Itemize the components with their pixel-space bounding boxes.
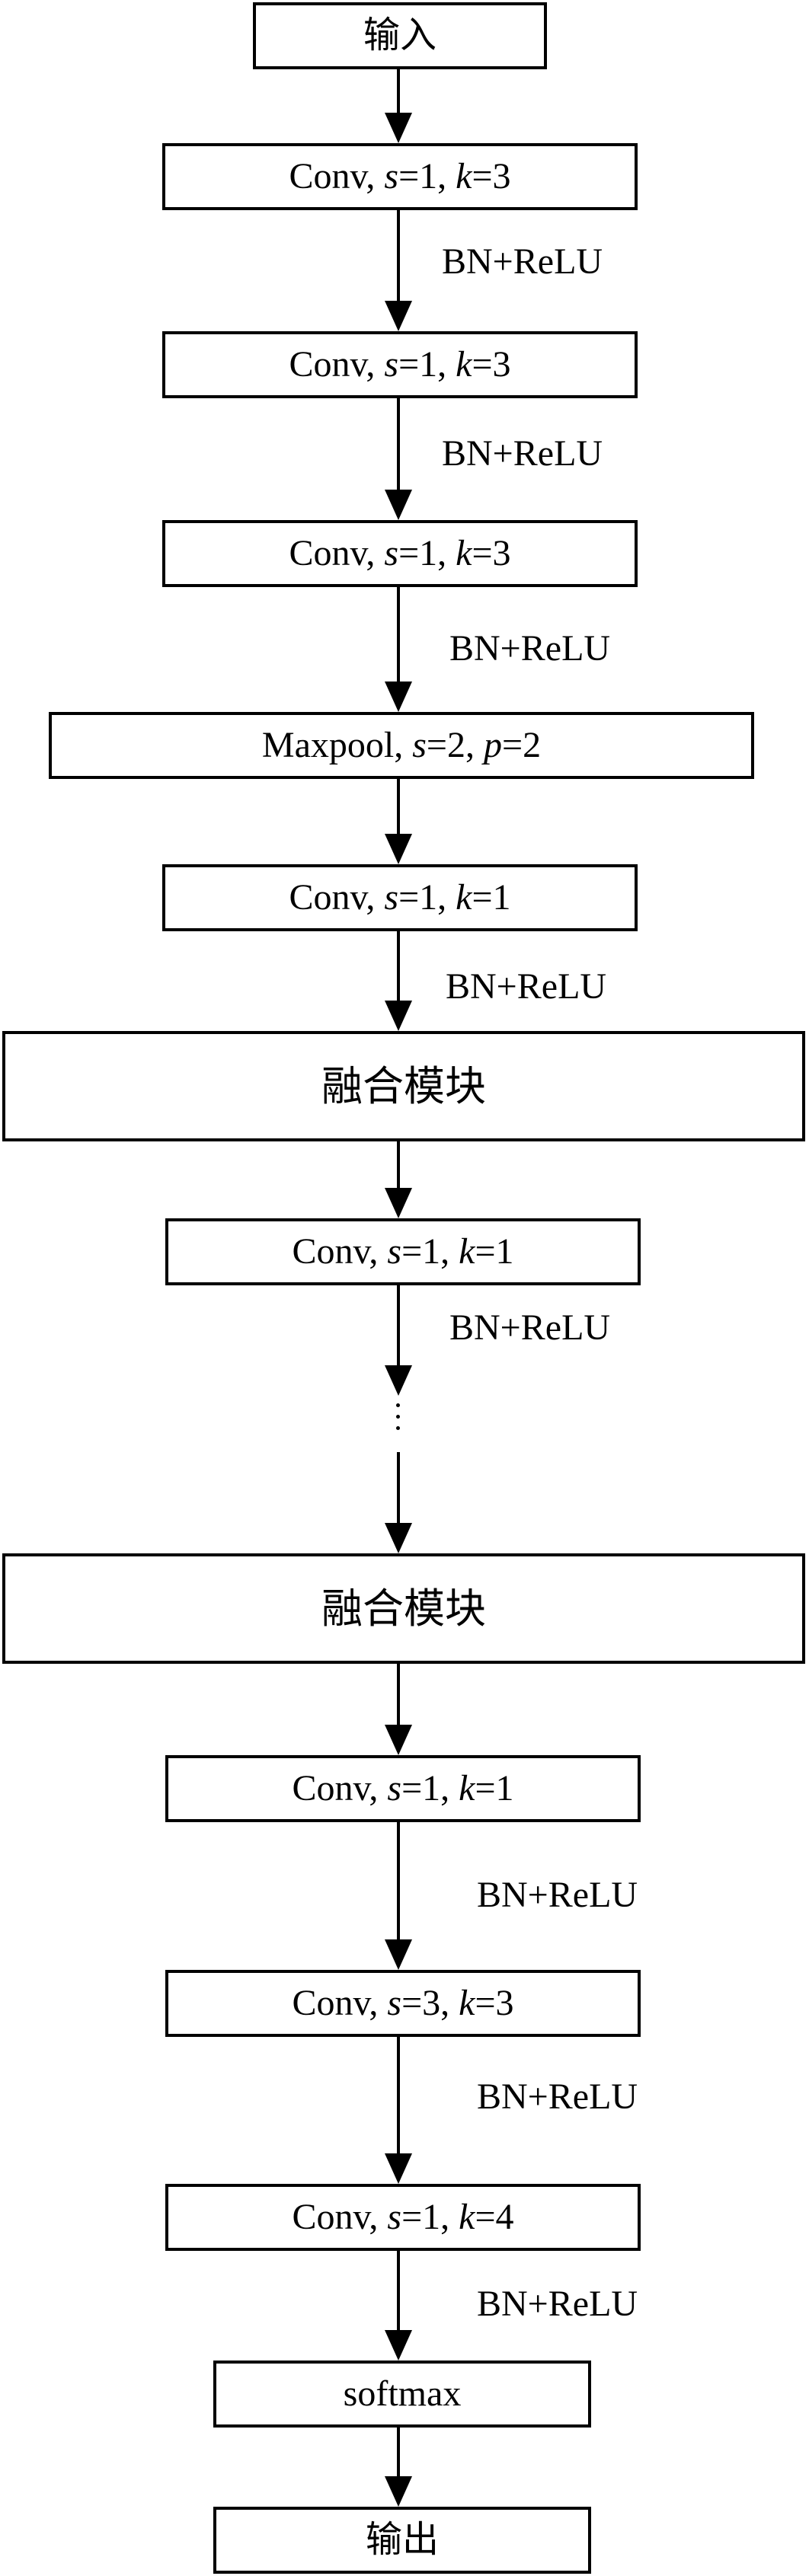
arrowhead-fusion1 bbox=[385, 1001, 412, 1031]
conv5-label: Conv, s=1, k=1 bbox=[292, 1231, 514, 1272]
arrowhead-softmax bbox=[385, 2330, 412, 2361]
edge-label-bn-relu: BN+ReLU bbox=[446, 966, 607, 1007]
edge-label-bn-relu: BN+ReLU bbox=[477, 2284, 638, 2324]
arrowhead-conv5 bbox=[385, 1188, 412, 1218]
conv4-node: Conv, s=1, k=1 bbox=[162, 864, 638, 931]
fusion2-node: 融合模块 bbox=[2, 1553, 805, 1664]
edge-conv7-to-conv8 bbox=[397, 2037, 400, 2156]
edge-maxpool-to-conv4 bbox=[397, 779, 400, 837]
arrowhead-ellipsis bbox=[385, 1365, 412, 1396]
arrowhead-conv4 bbox=[385, 834, 412, 864]
arrowhead-conv2 bbox=[385, 301, 412, 331]
edge-conv3-to-maxpool bbox=[397, 587, 400, 685]
arrowhead-conv7 bbox=[385, 1939, 412, 1970]
arrowhead-fusion2 bbox=[385, 1523, 412, 1553]
edge-conv4-to-fusion1 bbox=[397, 931, 400, 1004]
arrowhead-conv1 bbox=[385, 113, 412, 143]
edge-label-bn-relu: BN+ReLU bbox=[442, 433, 603, 474]
edge-softmax-to-output bbox=[397, 2428, 400, 2479]
softmax-label: softmax bbox=[343, 2373, 462, 2414]
conv7-label: Conv, s=3, k=3 bbox=[292, 1983, 514, 2023]
output-node: 输出 bbox=[213, 2507, 591, 2574]
edge-fusion2-to-conv6 bbox=[397, 1664, 400, 1728]
fusion1-label: 融合模块 bbox=[321, 1063, 486, 1109]
edge-conv8-to-softmax bbox=[397, 2251, 400, 2333]
conv2-node: Conv, s=1, k=3 bbox=[162, 331, 638, 398]
conv5-node: Conv, s=1, k=1 bbox=[165, 1218, 641, 1285]
maxpool-node: Maxpool, s=2, p=2 bbox=[49, 712, 754, 779]
fusion1-node: 融合模块 bbox=[2, 1031, 805, 1141]
input-node: 输入 bbox=[253, 2, 547, 69]
maxpool-label: Maxpool, s=2, p=2 bbox=[261, 725, 542, 765]
conv1-node: Conv, s=1, k=3 bbox=[162, 143, 638, 210]
edge-ellipsis-to-fusion2 bbox=[397, 1452, 400, 1526]
output-label: 输出 bbox=[365, 2520, 439, 2560]
conv6-label: Conv, s=1, k=1 bbox=[292, 1768, 514, 1808]
edge-label-bn-relu: BN+ReLU bbox=[449, 628, 611, 669]
fusion2-label: 融合模块 bbox=[321, 1585, 486, 1632]
conv4-label: Conv, s=1, k=1 bbox=[289, 877, 511, 918]
conv3-node: Conv, s=1, k=3 bbox=[162, 520, 638, 587]
edge-conv1-to-conv2 bbox=[397, 210, 400, 304]
conv3-label: Conv, s=1, k=3 bbox=[289, 533, 511, 573]
conv2-label: Conv, s=1, k=3 bbox=[289, 344, 511, 385]
softmax-node: softmax bbox=[213, 2361, 591, 2428]
arrowhead-conv3 bbox=[385, 490, 412, 520]
edge-label-bn-relu: BN+ReLU bbox=[477, 1875, 638, 1915]
edge-conv6-to-conv7 bbox=[397, 1822, 400, 1942]
edge-fusion1-to-conv5 bbox=[397, 1141, 400, 1191]
vertical-ellipsis bbox=[396, 1403, 401, 1438]
edge-conv2-to-conv3 bbox=[397, 398, 400, 493]
edge-label-bn-relu: BN+ReLU bbox=[449, 1307, 611, 1348]
edge-conv5-to-ellipsis bbox=[397, 1285, 400, 1368]
edge-input-to-conv1 bbox=[397, 69, 400, 116]
conv8-node: Conv, s=1, k=4 bbox=[165, 2184, 641, 2251]
edge-label-bn-relu: BN+ReLU bbox=[442, 241, 603, 282]
conv1-label: Conv, s=1, k=3 bbox=[289, 156, 511, 196]
input-label: 输入 bbox=[363, 15, 436, 56]
edge-label-bn-relu: BN+ReLU bbox=[477, 2076, 638, 2117]
arrowhead-conv6 bbox=[385, 1725, 412, 1755]
conv8-label: Conv, s=1, k=4 bbox=[292, 2197, 514, 2237]
arrowhead-conv8 bbox=[385, 2153, 412, 2184]
arrowhead-maxpool bbox=[385, 682, 412, 712]
arrowhead-output bbox=[385, 2476, 412, 2507]
conv6-node: Conv, s=1, k=1 bbox=[165, 1755, 641, 1822]
conv7-node: Conv, s=3, k=3 bbox=[165, 1970, 641, 2037]
